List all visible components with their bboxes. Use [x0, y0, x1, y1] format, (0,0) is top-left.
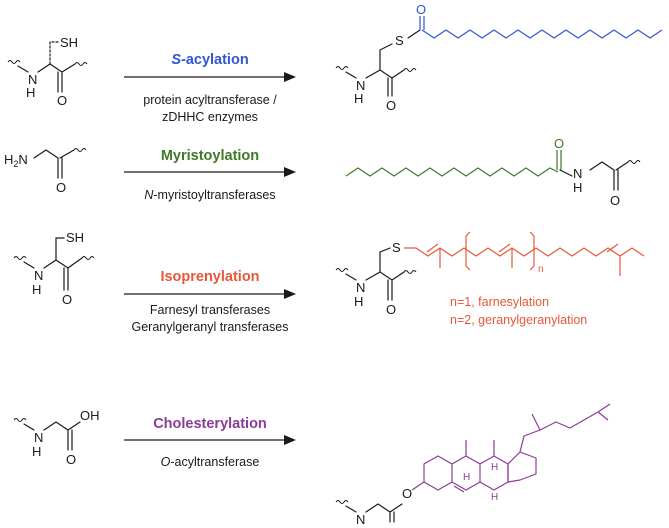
atom-s: S [395, 33, 404, 48]
atom-h: H [32, 282, 41, 297]
myristoylation-condition: N-myristoyltransferases [144, 188, 275, 202]
ester-o: O [402, 486, 412, 501]
atom-n: N [34, 430, 43, 445]
myristoylation-condition-text: -myristoyltransferases [153, 188, 275, 202]
atom-o: O [416, 2, 426, 17]
glycine-reactant: H2N O [4, 148, 87, 195]
atom-o: O [56, 180, 66, 195]
myristoylation-condition-italic: N [144, 188, 154, 202]
atom-h: H [354, 91, 363, 106]
h2n-subscript: 2 [13, 159, 18, 169]
atom-o: O [57, 93, 67, 108]
s-acylation-title-italic: S [171, 52, 181, 68]
s-acylation-title: S-acylation [171, 52, 248, 68]
atom-oh: OH [80, 408, 100, 423]
atom-o: O [66, 452, 76, 467]
s-acylated-product: N H O S O [335, 2, 663, 113]
cholesterylation-title: Cholesterylation [153, 416, 267, 432]
atom-o: O [554, 136, 564, 151]
isoprenylation-note-1: n=1, farnesylation [450, 295, 549, 309]
cholesterylation-arrow: Cholesterylation O-acyltransferase [124, 416, 296, 469]
atom-n: N [356, 280, 365, 295]
atom-n: N [34, 268, 43, 283]
atom-h: H [573, 180, 582, 195]
cysteine-reactant: N H O SH [13, 230, 95, 307]
h2n-h: H [4, 152, 13, 167]
cholesterylated-product: N H O O H H H [335, 403, 611, 527]
myristoyl-chain: O [345, 136, 564, 177]
atom-o: O [386, 302, 396, 317]
prenyl-chain [404, 231, 645, 276]
atom-h: H [32, 444, 41, 459]
cholesterol-skeleton [411, 403, 611, 493]
atom-sh: SH [60, 35, 78, 50]
cholesterylation-condition: O-acyltransferase [161, 455, 260, 469]
atom-o: O [386, 98, 396, 113]
h2n-n: N [18, 152, 27, 167]
s-acylation-condition-2: zDHHC enzymes [162, 110, 258, 124]
cholesterylation-condition-text: -acyltransferase [170, 455, 259, 469]
myristoylation-title: Myristoylation [161, 148, 259, 164]
isoprenylation-title: Isoprenylation [160, 269, 259, 285]
stereo-h: H [491, 492, 498, 503]
atom-h: H [354, 294, 363, 309]
atom-n: N [356, 512, 365, 527]
s-acylation-title-text: -acylation [181, 52, 249, 68]
atom-sh: SH [66, 230, 84, 245]
repeat-n: n [538, 264, 544, 275]
myristoylated-product: O N H O [345, 136, 641, 208]
isoprenylation-note-2: n=2, geranylgeranylation [450, 313, 587, 327]
isoprenylation-arrow: Isoprenylation Farnesyl transferases Ger… [124, 269, 296, 334]
s-acylation-arrow: S-acylation protein acyltransferase / zD… [124, 52, 296, 124]
cysteine-reactant: N H O SH [7, 35, 88, 108]
atom-s: S [392, 240, 401, 255]
atom-o: O [62, 292, 72, 307]
atom-n: N [28, 72, 37, 87]
atom-h: H [26, 85, 35, 100]
stereo-h: H [491, 462, 498, 473]
s-acylation-condition-1: protein acyltransferase / [143, 93, 277, 107]
isoprenylation-condition-2: Geranylgeranyl transferases [131, 320, 288, 334]
palmitoyl-chain: O [416, 2, 663, 39]
atom-n: N [573, 166, 582, 181]
cholesterylation-condition-italic: O [161, 455, 171, 469]
stereo-h: H [463, 472, 470, 483]
atom-o: O [610, 193, 620, 208]
isoprenylated-product: N H O S n n=1, farnesylation n=2, gerany… [335, 231, 645, 327]
h2n-group: H2N [4, 152, 28, 169]
isoprenylation-condition-1: Farnesyl transferases [150, 303, 270, 317]
glycine-reactant: N H O OH [13, 408, 100, 467]
myristoylation-arrow: Myristoylation N-myristoyltransferases [124, 148, 296, 202]
atom-n: N [356, 78, 365, 93]
